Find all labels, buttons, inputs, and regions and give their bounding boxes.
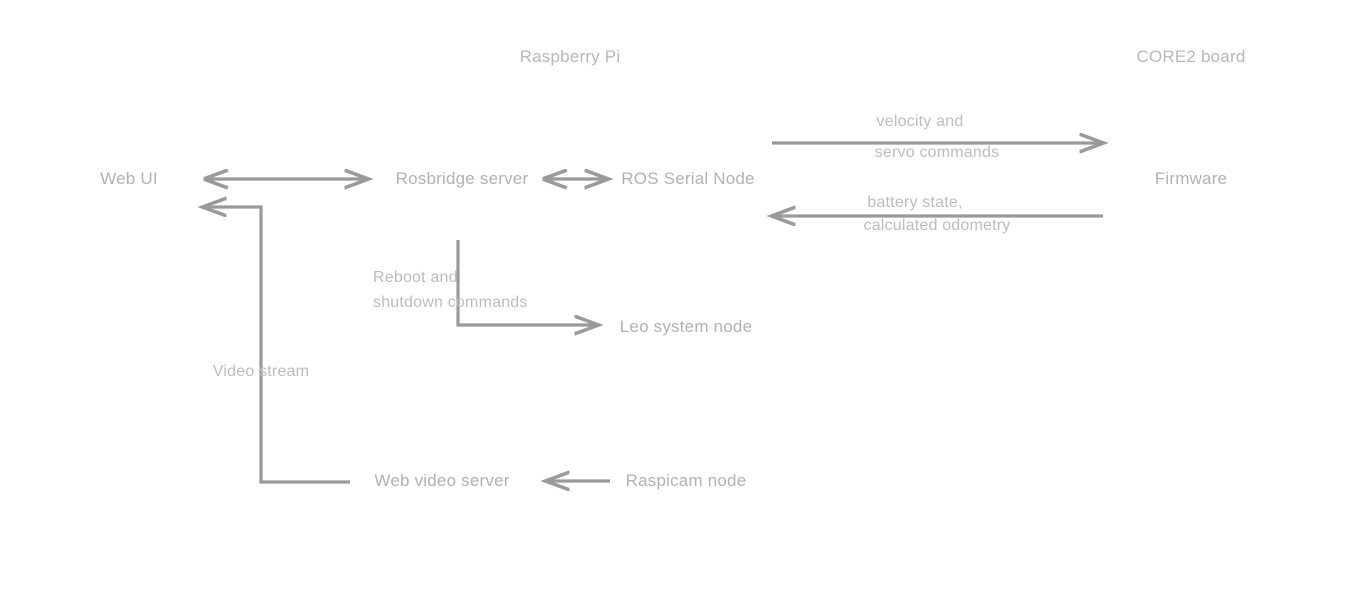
node-firmware: Firmware [1154,169,1228,188]
edge-label-telemetry-line2: calculated odometry [863,217,1011,234]
node-leo-system-node: Leo system node [619,317,753,336]
node-web-ui: Web UI [100,169,158,188]
edge-label-telemetry-line1: battery state, [867,194,963,211]
node-rosbridge-server: Rosbridge server [395,169,529,188]
edge-label-shutdown-line2: shutdown commands [373,294,528,311]
node-raspicam-node: Raspicam node [625,471,747,490]
edge-label-velocity-commands-line2: servo commands [874,144,1000,161]
node-web-video-server: Web video server [374,471,510,490]
connector-webvideo-webui [203,207,350,484]
group-title-core2-board: CORE2 board [1136,47,1246,66]
connector-rosbridge-leosystem [456,240,598,325]
edge-label-reboot-line1: Reboot and [373,269,458,286]
edge-label-video-stream: Video stream [212,363,310,380]
edge-label-velocity-commands-line1: velocity and [876,113,964,130]
group-title-raspberry-pi: Raspberry Pi [519,47,621,66]
node-ros-serial-node: ROS Serial Node [621,169,755,188]
